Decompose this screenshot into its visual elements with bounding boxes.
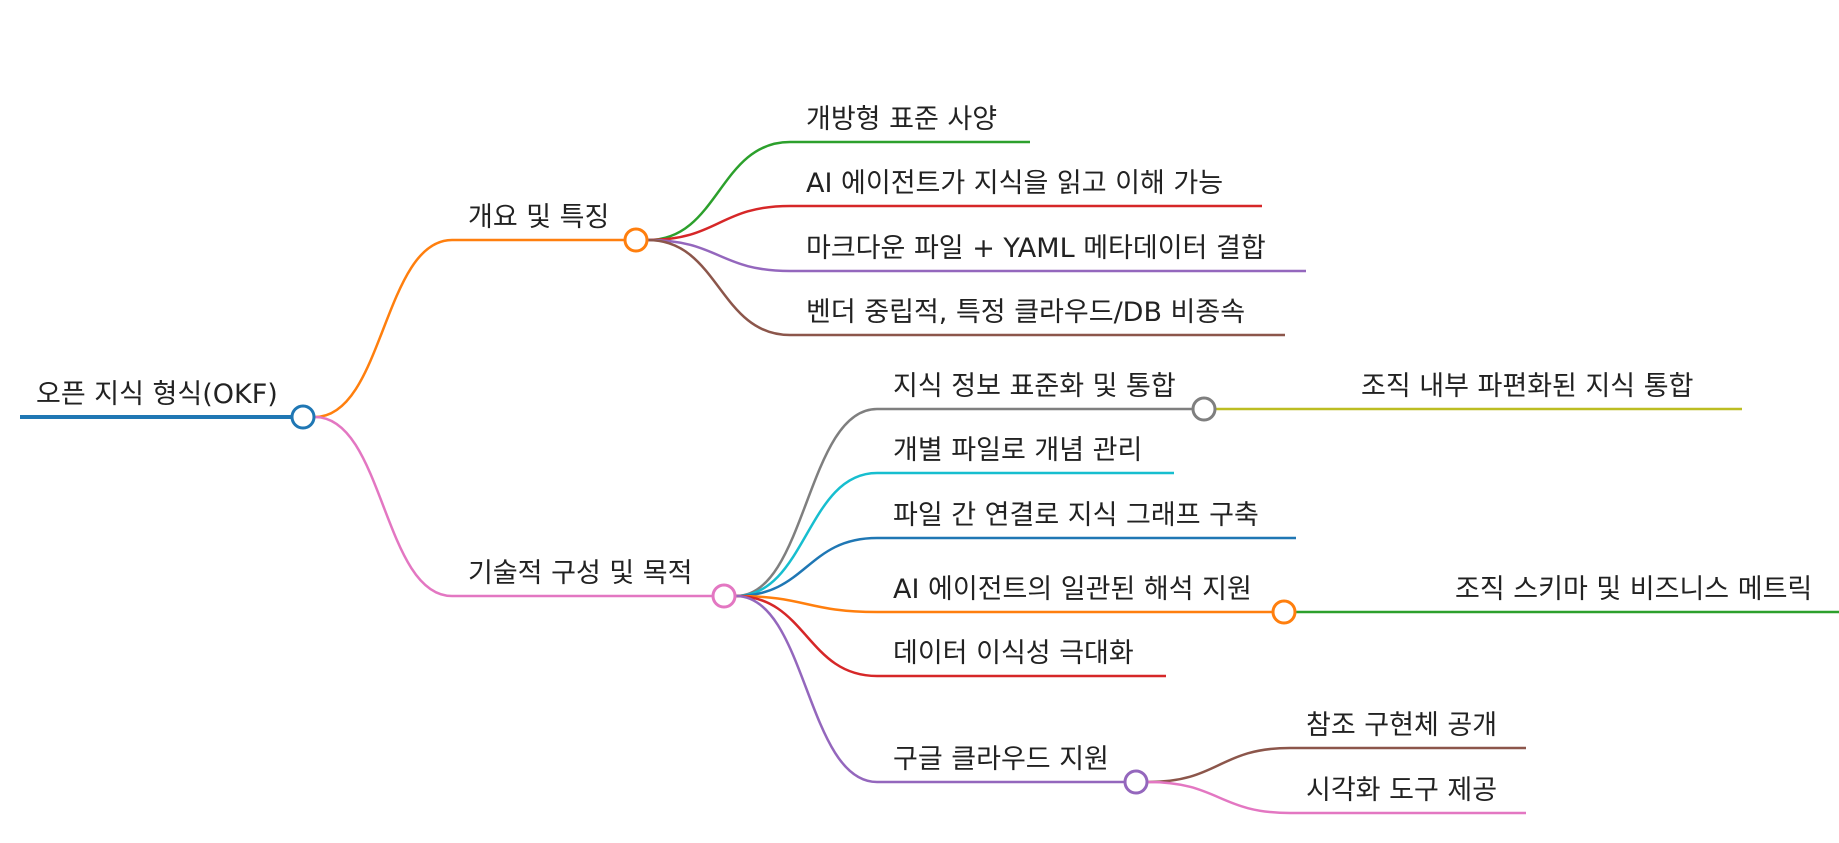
link-curve-1-5 (735, 594, 878, 784)
node-label-1-2: 파일 간 연결로 지식 그래프 구축 (893, 500, 1259, 531)
link-curve-1-5-0 (1147, 746, 1291, 784)
link-curve-0 (314, 238, 453, 419)
node-label-root: 오픈 지식 형식(OKF) (36, 379, 278, 410)
node-label-1-5: 구글 클라우드 지원 (893, 744, 1109, 775)
link-curve-1 (314, 415, 453, 598)
node-toggle-1-5[interactable] (1123, 769, 1149, 795)
link-curve-1-1 (735, 471, 878, 598)
link-curve-1-5-1 (1147, 780, 1291, 815)
node-label-1-3-0: 조직 스키마 및 비즈니스 메트릭 (1455, 574, 1813, 605)
node-label-1-4: 데이터 이식성 극대화 (893, 638, 1134, 669)
link-curve-0-3 (647, 238, 791, 337)
link-curve-1-3 (735, 594, 878, 614)
node-toggle-1-3[interactable] (1271, 599, 1297, 625)
link-curve-1-0 (735, 407, 878, 598)
node-label-1: 기술적 구성 및 목적 (468, 558, 693, 589)
link-curve-0-1 (647, 204, 791, 242)
node-label-0: 개요 및 특징 (468, 202, 610, 233)
node-label-1-5-0: 참조 구현체 공개 (1306, 710, 1498, 741)
node-label-0-0: 개방형 표준 사양 (806, 104, 998, 135)
node-label-0-2: 마크다운 파일 + YAML 메타데이터 결합 (806, 233, 1266, 264)
link-curve-0-2 (647, 238, 791, 273)
node-toggle-root[interactable] (290, 404, 316, 430)
node-label-1-0: 지식 정보 표준화 및 통합 (893, 371, 1176, 402)
link-curve-1-2 (735, 536, 878, 598)
node-toggle-1-0[interactable] (1191, 396, 1217, 422)
link-curve-0-0 (647, 140, 791, 242)
node-toggle-1[interactable] (711, 583, 737, 609)
node-label-0-3: 벤더 중립적, 특정 클라우드/DB 비종속 (806, 297, 1246, 328)
node-label-1-5-1: 시각화 도구 제공 (1306, 775, 1498, 806)
link-curve-1-4 (735, 594, 878, 678)
node-label-1-1: 개별 파일로 개념 관리 (893, 435, 1143, 466)
node-label-1-3: AI 에이전트의 일관된 해석 지원 (893, 574, 1252, 605)
node-label-1-0-0: 조직 내부 파편화된 지식 통합 (1361, 371, 1694, 402)
node-label-0-1: AI 에이전트가 지식을 읽고 이해 가능 (806, 168, 1224, 199)
node-toggle-0[interactable] (623, 227, 649, 253)
